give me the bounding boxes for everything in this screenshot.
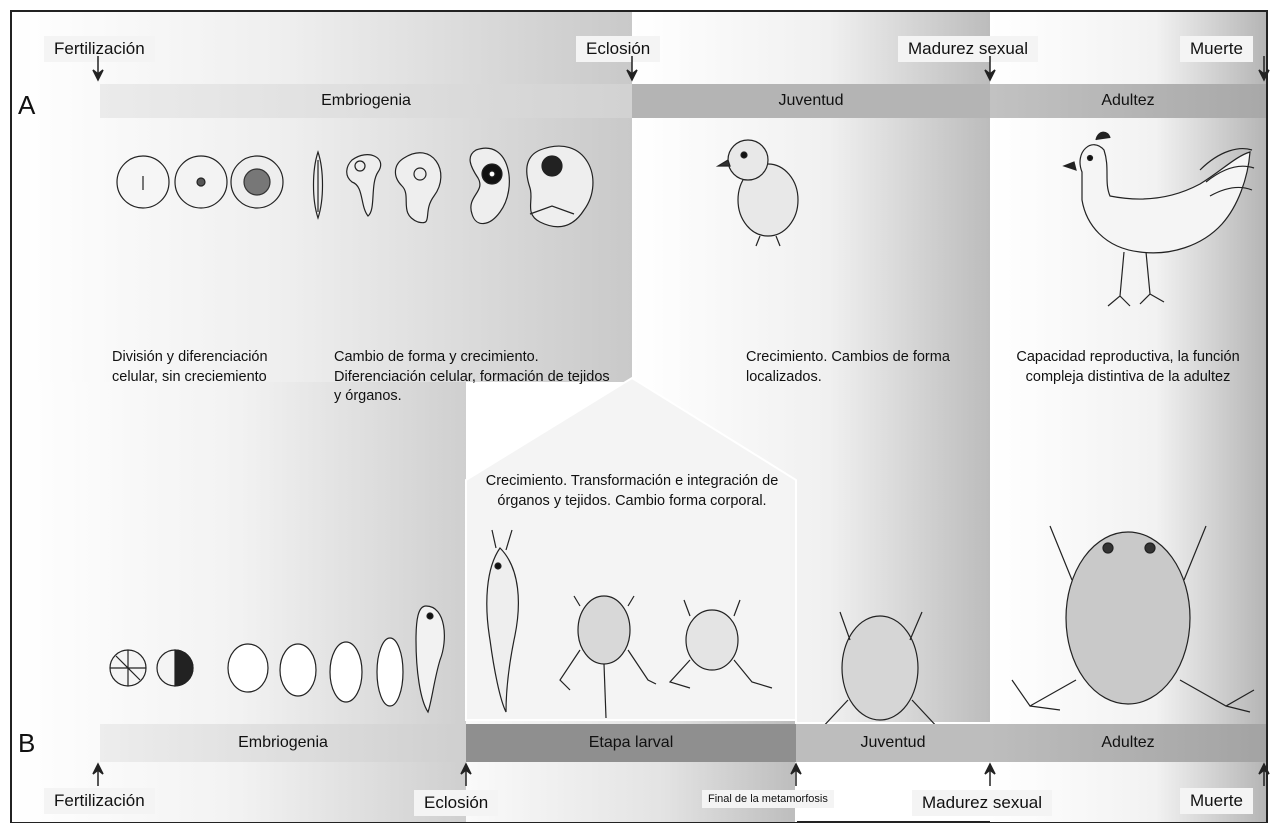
row-a-letter: A [18, 90, 36, 120]
frog-embryo-4-icon [376, 637, 404, 707]
tadpole-icon [486, 529, 519, 713]
desc-division: División y diferenciación celular, sin c… [112, 349, 268, 385]
label-sexual-maturity-a: Madurez sexual [898, 36, 1039, 62]
chick-embryo-4-icon [469, 147, 510, 225]
chick-icon [715, 139, 799, 247]
desc-shape-change: Cambio de forma y crecimiento. Diferenci… [334, 349, 610, 405]
label-death-b: Muerte [1180, 788, 1253, 814]
egg-cell-3-icon [230, 155, 284, 209]
bar-adulthood-a: Adultez [990, 84, 1266, 118]
label-sexual-maturity-b: Madurez sexual [912, 790, 1053, 816]
egg-cell-1-icon [116, 155, 170, 209]
frog-embryo-1-icon [227, 643, 269, 693]
label-fertilization-a: Fertilización [44, 36, 155, 62]
bar-adulthood-b: Adultez [990, 724, 1266, 762]
label-metamorphosis-end-b: Final de la metamorfosis [702, 790, 834, 808]
bar-youth-a: Juventud [632, 84, 990, 118]
frog-embryo-5-icon [415, 605, 445, 714]
froglet-tail-icon [559, 595, 657, 719]
diagram-frame [10, 10, 1268, 823]
desc-larval: Crecimiento. Transformación e integració… [485, 473, 779, 509]
frog-egg-2-icon [156, 649, 194, 687]
adult-frog-icon [1011, 525, 1255, 713]
bar-youth-b: Juventud [796, 724, 990, 762]
label-hatching-a: Eclosión [576, 36, 661, 62]
label-death-a: Muerte [1180, 36, 1253, 62]
desc-growth: Crecimiento. Cambios de forma localizado… [746, 349, 950, 385]
frog-egg-1-icon [109, 649, 147, 687]
hen-icon [1062, 131, 1255, 307]
frog-embryo-3-icon [329, 641, 363, 703]
froglet-icon [668, 599, 773, 689]
row-b-letter: B [18, 728, 36, 758]
chick-embryo-1-icon [312, 150, 324, 220]
bar-larval-b: Etapa larval [466, 724, 796, 762]
chick-embryo-5-icon [526, 145, 594, 228]
desc-reproduction: Capacidad reproductiva, la función compl… [1016, 349, 1240, 385]
frog-embryo-2-icon [279, 643, 317, 697]
chick-embryo-2-icon [346, 154, 382, 217]
bar-embryogenesis-b: Embriogenia [100, 724, 466, 762]
egg-cell-2-icon [174, 155, 228, 209]
bar-embryogenesis-a: Embriogenia [100, 84, 632, 118]
label-hatching-b: Eclosión [414, 790, 499, 816]
label-fertilization-b: Fertilización [44, 788, 155, 814]
chick-embryo-3-icon [394, 152, 442, 224]
